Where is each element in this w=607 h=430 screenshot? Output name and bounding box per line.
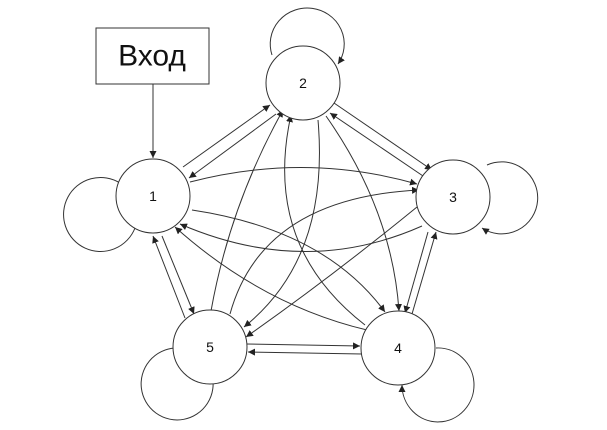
- node-3-label: 3: [449, 189, 457, 205]
- node-4-label: 4: [394, 340, 402, 356]
- edge-1-to-2: [182, 104, 271, 168]
- edge-3-to-4: [403, 231, 429, 314]
- node-1-label: 1: [149, 188, 157, 204]
- edge-2-to-4: [325, 115, 403, 312]
- edge-5-to-3: [229, 186, 420, 315]
- edge-5-to-2: [210, 109, 284, 312]
- node-1: 1: [115, 158, 191, 234]
- edge-2-to-5: [243, 119, 320, 328]
- edge-4-to-1: [174, 226, 368, 331]
- node-4-circle: [360, 310, 436, 386]
- node-1-circle: [115, 158, 191, 234]
- node-3-circle: [415, 159, 491, 235]
- node-2: 2: [265, 45, 341, 121]
- self-loop-1: [63, 176, 136, 252]
- edge-2-to-1: [188, 113, 277, 179]
- node-2-label: 2: [299, 75, 307, 91]
- node-4: 4: [360, 310, 436, 386]
- edge-5-to-1: [152, 235, 186, 319]
- node-3: 3: [415, 159, 491, 235]
- edge-4-to-2: [284, 114, 366, 326]
- entry-box: [95, 27, 210, 85]
- edge-2-to-3: [333, 102, 433, 171]
- self-loop-3: [481, 161, 539, 235]
- node-5: 5: [172, 309, 248, 385]
- node-5-label: 5: [206, 339, 214, 355]
- edge-3-to-5: [245, 206, 418, 338]
- self-loop-4: [398, 347, 475, 423]
- node-5-circle: [172, 309, 248, 385]
- node-2-circle: [265, 45, 341, 121]
- self-loop-5: [140, 347, 214, 421]
- edge-3-to-2: [329, 112, 427, 179]
- edge-5-to-4: [245, 342, 361, 350]
- edge-4-to-5: [247, 348, 363, 356]
- edge-4-to-3: [411, 231, 438, 315]
- edge-1-to-4: [191, 209, 386, 313]
- edge-1-to-5: [161, 235, 195, 315]
- edge-1-to-3: [189, 167, 418, 186]
- entry-label: Вход: [118, 40, 186, 73]
- self-loop-2: [269, 7, 345, 65]
